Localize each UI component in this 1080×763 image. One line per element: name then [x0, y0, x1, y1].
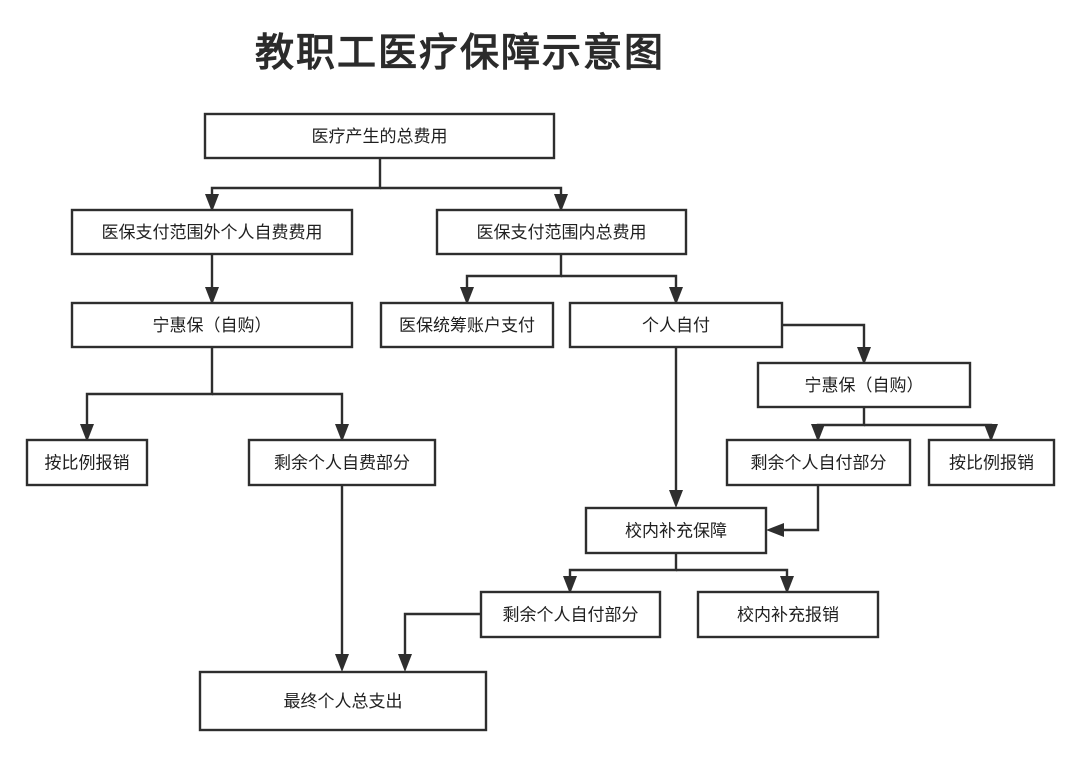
- node-final-personal-total-expense[interactable]: 最终个人总支出: [198, 670, 488, 732]
- node-remaining-self-pay-lower[interactable]: 剩余个人自付部分: [479, 590, 662, 639]
- node-label: 宁惠保（自购）: [805, 376, 924, 396]
- node-out-of-scope-self-cost[interactable]: 医保支付范围外个人自费费用: [70, 208, 354, 256]
- node-label: 按比例报销: [45, 454, 130, 474]
- node-layer: 医疗产生的总费用 医保支付范围外个人自费费用 医保支付范围内总费用 宁惠保（自购…: [25, 112, 1056, 732]
- arrowhead-icon: [766, 523, 784, 537]
- node-proportional-reimbursement-right[interactable]: 按比例报销: [927, 438, 1056, 487]
- edge-ninghuibao-to-proportional-reimbursement: [85, 347, 214, 432]
- edge-ninghuibao-right-to-remaining-self-pay: [816, 407, 866, 432]
- node-remaining-self-pay-upper[interactable]: 剩余个人自付部分: [725, 438, 912, 487]
- node-label: 校内补充保障: [625, 522, 727, 542]
- node-ninghuibao-left[interactable]: 宁惠保（自购）: [70, 301, 354, 349]
- edge-in-scope-to-self-pay: [561, 274, 678, 295]
- arrowhead-icon: [398, 654, 412, 672]
- arrowhead-icon: [669, 287, 683, 305]
- edge-self-pay-to-ninghuibao: [782, 323, 866, 355]
- edge-campus-supplement-to-remaining-self-pay: [568, 553, 678, 584]
- node-proportional-reimbursement-left[interactable]: 按比例报销: [25, 438, 149, 487]
- node-label: 校内补充报销: [737, 606, 839, 626]
- node-label: 医疗产生的总费用: [312, 127, 448, 147]
- node-label: 按比例报销: [949, 454, 1034, 474]
- node-label: 剩余个人自费部分: [274, 454, 410, 474]
- node-label: 医保支付范围外个人自费费用: [102, 223, 323, 243]
- node-campus-supplementary-insurance[interactable]: 校内补充保障: [584, 506, 768, 555]
- edge-total-to-out-of-scope: [210, 158, 382, 202]
- node-label: 医保统筹账户支付: [399, 316, 535, 336]
- arrowhead-icon: [205, 194, 219, 212]
- edge-in-scope-to-pool-account: [465, 254, 563, 295]
- node-label: 宁惠保（自购）: [153, 316, 272, 336]
- node-label: 个人自付: [642, 316, 710, 336]
- node-campus-supplementary-reimbursement[interactable]: 校内补充报销: [696, 590, 880, 639]
- arrowhead-icon: [460, 287, 474, 305]
- arrowhead-icon: [669, 490, 683, 508]
- node-remaining-self-cost[interactable]: 剩余个人自费部分: [247, 438, 437, 487]
- arrowhead-icon: [205, 287, 219, 305]
- node-insurance-pool-account-payment[interactable]: 医保统筹账户支付: [379, 301, 555, 349]
- node-label: 剩余个人自付部分: [751, 454, 887, 474]
- node-ninghuibao-right[interactable]: 宁惠保（自购）: [756, 361, 972, 409]
- edge-remaining-self-pay-to-campus-supplement: [776, 485, 820, 532]
- arrowhead-icon: [563, 576, 577, 594]
- node-label: 剩余个人自付部分: [503, 606, 639, 626]
- edge-ninghuibao-to-remaining-self-cost: [212, 392, 344, 432]
- page-title: 教职工医疗保障示意图: [254, 31, 665, 76]
- edge-total-to-in-scope: [380, 186, 563, 202]
- node-label: 医保支付范围内总费用: [477, 223, 647, 243]
- node-in-scope-total-cost[interactable]: 医保支付范围内总费用: [435, 208, 688, 256]
- arrowhead-icon: [335, 424, 349, 442]
- node-personal-self-pay[interactable]: 个人自付: [568, 301, 784, 349]
- node-total-medical-cost[interactable]: 医疗产生的总费用: [203, 112, 556, 160]
- arrowhead-icon: [80, 424, 94, 442]
- node-label: 最终个人总支出: [284, 692, 403, 712]
- arrowhead-icon: [335, 654, 349, 672]
- arrowhead-icon: [554, 194, 568, 212]
- arrowhead-icon: [811, 424, 825, 442]
- arrowhead-icon: [780, 576, 794, 594]
- arrowhead-icon: [984, 424, 998, 442]
- edge-campus-supplement-to-campus-reimbursement: [676, 568, 789, 584]
- edge-ninghuibao-right-to-proportional-reimbursement: [864, 423, 993, 432]
- edge-remaining-self-pay-to-final-total: [403, 612, 481, 662]
- edge-layer: [80, 158, 998, 672]
- arrowhead-icon: [857, 347, 871, 365]
